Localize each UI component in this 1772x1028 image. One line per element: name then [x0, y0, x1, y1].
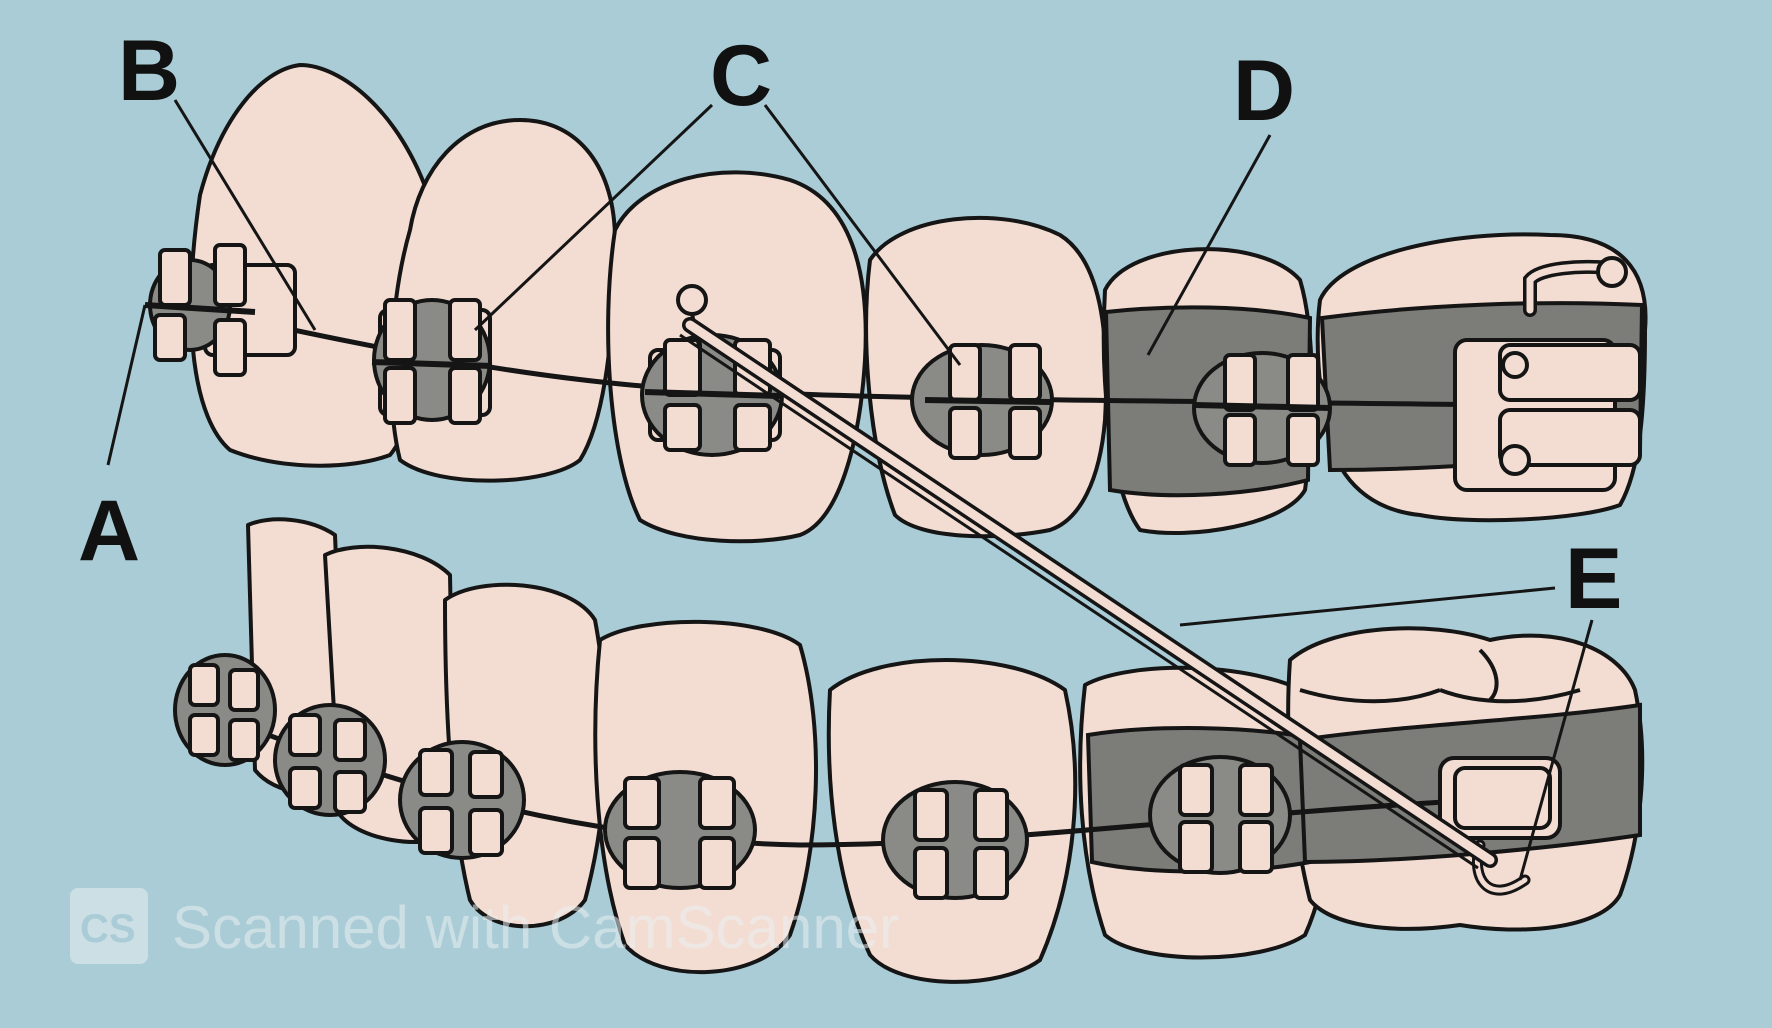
leader-e-1 [1179, 586, 1556, 627]
bracket-lower-4 [603, 770, 757, 890]
leader-c-2 [763, 104, 962, 366]
leader-c-1 [473, 103, 714, 332]
label-e: E [1565, 531, 1622, 627]
lower-brackets [173, 653, 1562, 900]
bracket-upper-1 [144, 243, 297, 377]
lower-molar-cusps [1299, 648, 1581, 704]
leader-b [173, 99, 317, 331]
leader-d [1146, 134, 1272, 356]
watermark-text: Scanned with CamScanner [172, 894, 899, 961]
camscanner-logo-text: CS [80, 907, 136, 951]
bracket-upper-2 [371, 298, 493, 425]
bracket-upper-4 [910, 343, 1054, 460]
molar-tube-upper [1453, 256, 1642, 492]
leader-a [106, 304, 147, 466]
elastic-band [679, 317, 1498, 870]
upper-brackets [144, 243, 1642, 492]
bracket-lower-3 [398, 740, 526, 860]
label-d: D [1233, 43, 1295, 139]
bracket-upper-5 [1192, 351, 1332, 467]
bracket-lower-6 [1148, 755, 1292, 875]
bracket-lower-5 [881, 780, 1029, 900]
label-c: C [710, 28, 772, 124]
bracket-lower-2 [273, 703, 387, 817]
bracket-lower-1 [173, 653, 277, 767]
label-a: A [78, 483, 140, 579]
camscanner-watermark: CS Scanned with CamScanner [70, 888, 899, 964]
molar-tube-lower [1438, 756, 1562, 896]
leader-e-2 [1518, 619, 1594, 881]
label-b: B [118, 23, 180, 119]
camscanner-logo-icon [70, 888, 148, 964]
leader-lines [106, 99, 1594, 881]
